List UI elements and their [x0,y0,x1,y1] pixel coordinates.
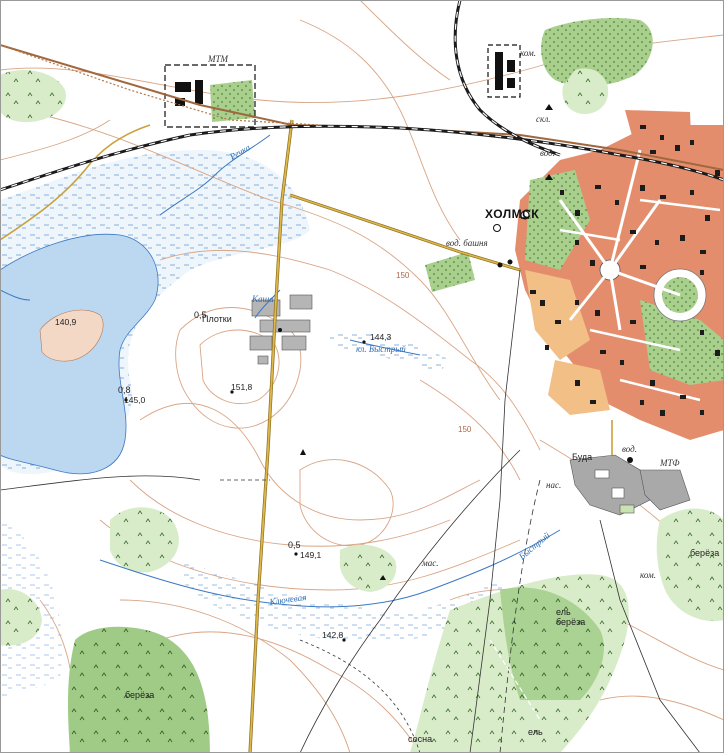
facility-label-kom-south: ком. [640,570,656,580]
elevation-label-144-3: 144,3 [370,332,392,342]
railways [0,0,724,192]
contour-label-150-east: 150 [458,425,472,434]
building [595,310,600,316]
building [630,320,636,324]
building [660,410,665,416]
building [630,230,636,234]
elevation-points [124,340,366,642]
building [575,300,579,305]
facility-label-nas: нас. [546,480,561,490]
facility-label-mast: мас. [421,558,439,568]
building [590,400,596,404]
city-buildings [530,125,720,416]
marker-label-2: 0,8 [118,385,131,395]
mtm-compound [164,64,256,128]
building [640,265,646,269]
building [690,190,694,195]
forest-label-sosna: сосна [408,734,432,744]
building [675,145,680,151]
city-label-kholmsk: ХОЛМСК [485,207,539,221]
elevation-label-145-0: 145,0 [124,395,146,405]
facility-label-kom-north: ком. [520,48,536,58]
village-buda-area [569,454,691,516]
facility-label-vod-bash-city: вод. башня [446,238,488,248]
facility-label-mtf: МТФ [659,458,680,468]
marker-label-3: 0,5 [288,540,301,550]
building [620,360,624,365]
elevation-label-142-8: 142,8 [322,630,344,640]
north-compound [487,44,521,98]
building [705,215,710,221]
stream-label-kasha: Каша [251,294,274,304]
building [530,290,536,294]
elevation-label-151-8: 151,8 [231,382,253,392]
building [655,240,659,245]
building [600,350,606,354]
building [680,235,685,241]
building [715,170,720,176]
forest-label-bereza-e: берёза [690,548,719,558]
building [575,240,579,245]
facility-label-sklad: скл. [536,114,551,124]
building [640,125,646,129]
building [560,190,564,195]
building [690,140,694,145]
building [545,345,549,350]
forest-label-bereza-sw: берёза [125,690,154,700]
building [595,185,601,189]
vegetation-areas [0,18,724,753]
forest-label-el: ель [528,727,543,737]
building [650,150,656,154]
building [715,350,720,356]
city-kholmsk-area [515,110,724,440]
island [39,309,104,362]
building [555,320,561,324]
facility-label-vod-buda: вод. [622,444,637,454]
village-label-buda: Буда [572,452,592,462]
building [700,330,704,335]
building [650,380,655,386]
building [575,210,580,216]
building [660,195,666,199]
village-plotki-area [249,294,313,365]
building [660,135,664,140]
building [700,410,704,415]
building [700,250,706,254]
building [575,380,580,386]
building [700,270,704,275]
tracks [0,269,701,753]
elevation-label-140-9: 140,9 [55,317,77,327]
building [640,400,644,405]
facility-label-vod-north: вод. [540,148,555,158]
building [640,185,645,191]
building [540,300,545,306]
contour-label-150-north: 150 [396,271,410,280]
landmark-symbols [278,104,633,580]
marker-label-1: 0,5 [194,310,207,320]
elevation-label-149-1: 149,1 [300,550,322,560]
village-label-plotki: Плотки [202,314,232,324]
building [590,260,595,266]
building [615,200,619,205]
facility-label-mtm: МТМ [207,54,229,64]
spring-label-bystry: кл. Быстрый [356,344,406,354]
building [680,395,686,399]
